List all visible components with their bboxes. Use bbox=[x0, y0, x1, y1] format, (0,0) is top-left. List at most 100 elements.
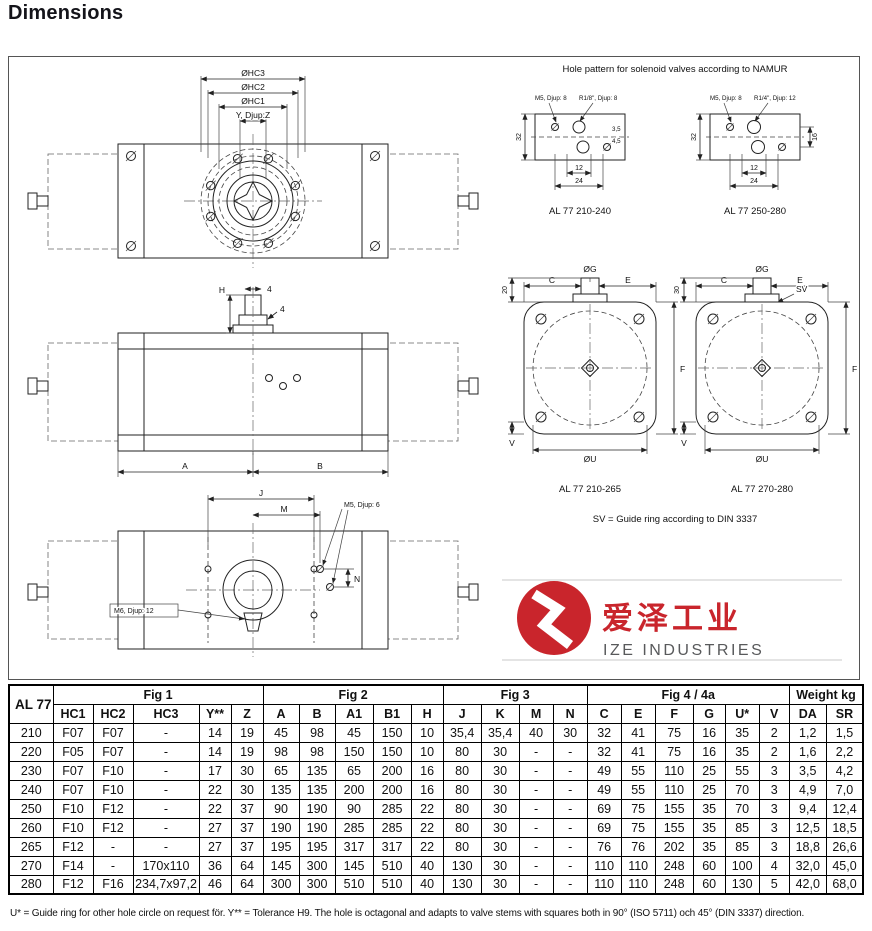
side-view-drawing: H 4 4 A B bbox=[27, 283, 479, 477]
table-cell: 3 bbox=[758, 836, 790, 857]
front-view-drawing: ØHC3 ØHC2 ØHC1 Y, Djup:Z bbox=[27, 67, 479, 268]
dim-label-hc3: ØHC3 bbox=[241, 68, 265, 78]
table-cell: 26,6 bbox=[825, 836, 864, 857]
table-cell: - bbox=[92, 855, 134, 876]
table-cell: 76 bbox=[620, 836, 656, 857]
table-cell: 25 bbox=[692, 760, 726, 781]
table-cell: 32,0 bbox=[788, 855, 827, 876]
table-cell: 145 bbox=[334, 855, 374, 876]
table-cell: 65 bbox=[262, 760, 300, 781]
table-col-header: HC3 bbox=[132, 703, 200, 724]
drawing-frame bbox=[8, 56, 860, 680]
table-col-header: G bbox=[692, 703, 726, 724]
table-cell: 234,7x97,2 bbox=[132, 874, 200, 895]
table-cell: 22 bbox=[410, 836, 444, 857]
table-col-header: E bbox=[620, 703, 656, 724]
dim-label-c: C bbox=[549, 275, 555, 285]
table-cell: - bbox=[132, 836, 200, 857]
table-cell: 40 bbox=[518, 722, 554, 743]
annotation-r14-djup12: R1/4", Djup: 12 bbox=[754, 95, 796, 102]
table-cell: F10 bbox=[52, 817, 94, 838]
table-cell: 49 bbox=[586, 760, 622, 781]
table-cell: 300 bbox=[298, 855, 336, 876]
table-col-header: B bbox=[298, 703, 336, 724]
table-cell: 135 bbox=[298, 760, 336, 781]
table-cell: 135 bbox=[262, 779, 300, 800]
dim-label-e: E bbox=[625, 275, 631, 285]
table-cell: 200 bbox=[372, 779, 412, 800]
table-cell: 317 bbox=[372, 836, 412, 857]
table-cell: 1,5 bbox=[825, 722, 864, 743]
table-cell: F07 bbox=[92, 722, 134, 743]
namur-pattern-210-240: M5, Djup: 8 R1/8", Djup: 8 3,5 4,5 32 12… bbox=[515, 94, 629, 218]
end-view-left-label: AL 77 210-265 bbox=[559, 484, 621, 495]
dim-label-4-side: 4 bbox=[280, 304, 285, 314]
table-cell: 110 bbox=[586, 855, 622, 876]
table-group-header: Fig 4 / 4a bbox=[586, 684, 790, 705]
table-cell: 80 bbox=[442, 779, 482, 800]
table-group-header: Fig 2 bbox=[262, 684, 444, 705]
table-model-cell: 240 bbox=[8, 779, 54, 800]
table-cell: 5 bbox=[758, 874, 790, 895]
table-cell: F12 bbox=[52, 836, 94, 857]
end-view-270-280: ØG C E 30 SV F bbox=[673, 263, 859, 497]
table-cell: - bbox=[132, 798, 200, 819]
table-cell: - bbox=[132, 722, 200, 743]
tie-rod-nut-left bbox=[27, 377, 49, 395]
table-cell: 1,2 bbox=[788, 722, 827, 743]
table-cell: - bbox=[518, 855, 554, 876]
mount-holes bbox=[204, 565, 318, 619]
table-cell: 10 bbox=[410, 741, 444, 762]
table-model-cell: 260 bbox=[8, 817, 54, 838]
table-cell: 35 bbox=[724, 722, 760, 743]
table-cell: F10 bbox=[52, 798, 94, 819]
table-model-cell: 220 bbox=[8, 741, 54, 762]
table-cell: 10 bbox=[410, 722, 444, 743]
cap-screws bbox=[125, 150, 381, 252]
table-cell: 40 bbox=[410, 874, 444, 895]
table-model-cell: 270 bbox=[8, 855, 54, 876]
table-cell: - bbox=[552, 874, 588, 895]
table-cell: 30 bbox=[230, 760, 264, 781]
table-cell: 30 bbox=[552, 722, 588, 743]
dim-label-4-top: 4 bbox=[267, 284, 272, 294]
table-cell: 200 bbox=[334, 779, 374, 800]
table-cell: 150 bbox=[334, 741, 374, 762]
table-cell: 14 bbox=[198, 741, 232, 762]
table-cell: 35 bbox=[692, 836, 726, 857]
table-cell: - bbox=[552, 798, 588, 819]
table-cell: 285 bbox=[334, 817, 374, 838]
table-cell: 60 bbox=[692, 855, 726, 876]
dim-label-16: 16 bbox=[812, 133, 819, 141]
dim-label-e: E bbox=[797, 275, 803, 285]
table-cell: F12 bbox=[92, 817, 134, 838]
table-cell: - bbox=[132, 760, 200, 781]
table-cell: 110 bbox=[586, 874, 622, 895]
table-cell: 35 bbox=[692, 798, 726, 819]
annotation-m6: M6, Djup: 12 bbox=[114, 608, 154, 615]
table-col-header: H bbox=[410, 703, 444, 724]
table-cell: 145 bbox=[262, 855, 300, 876]
table-cell: 12,5 bbox=[788, 817, 827, 838]
table-cell: 40 bbox=[410, 855, 444, 876]
dim-label-n: N bbox=[354, 574, 360, 584]
table-cell: F07 bbox=[52, 760, 94, 781]
table-cell: 510 bbox=[372, 855, 412, 876]
table-cell: 317 bbox=[334, 836, 374, 857]
table-cell: 35,4 bbox=[480, 722, 520, 743]
annotation-m5: M5, Djup: 6 bbox=[344, 502, 380, 509]
table-cell: 64 bbox=[230, 855, 264, 876]
table-cell: 60 bbox=[692, 874, 726, 895]
table-cell: 30 bbox=[480, 798, 520, 819]
table-cell: 7,0 bbox=[825, 779, 864, 800]
table-cell: 35,4 bbox=[442, 722, 482, 743]
table-cell: 2 bbox=[758, 722, 790, 743]
table-cell: 45 bbox=[334, 722, 374, 743]
table-cell: 18,5 bbox=[825, 817, 864, 838]
table-cell: 30 bbox=[480, 874, 520, 895]
table-col-header: C bbox=[586, 703, 622, 724]
table-col-header: M bbox=[518, 703, 554, 724]
table-col-header: HC2 bbox=[92, 703, 134, 724]
